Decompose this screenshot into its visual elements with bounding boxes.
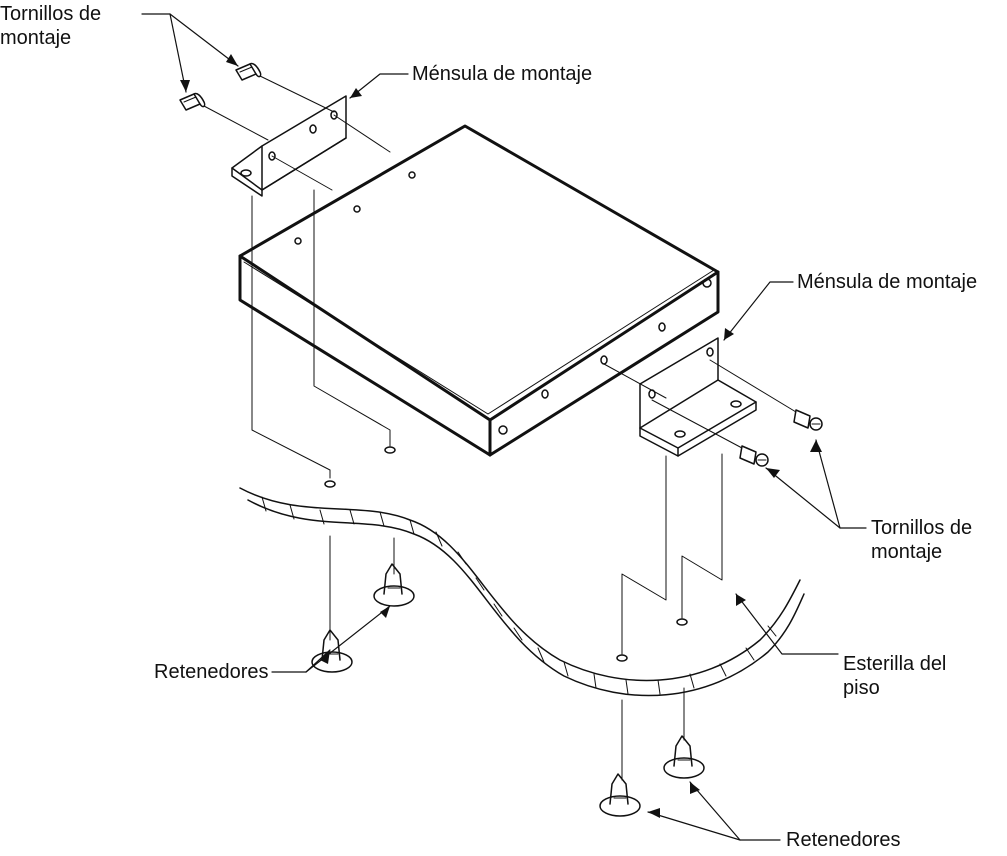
hole-icon	[600, 355, 608, 365]
screw-top-1-icon	[235, 62, 262, 81]
retainer-left-2-icon	[373, 563, 415, 607]
mounting-bracket-top	[231, 95, 347, 197]
hole-icon	[330, 110, 338, 120]
screw-right-1-icon	[793, 409, 823, 431]
hole-icon	[674, 430, 686, 438]
floor-hole-icon	[324, 480, 336, 488]
hole-icon	[730, 400, 742, 408]
retainer-bottom-1-icon	[599, 773, 641, 817]
hole-icon	[309, 124, 317, 134]
leader-lines	[141, 13, 867, 841]
label-retainers-bottom: Retenedores	[786, 829, 901, 851]
label-line: Esterilla del	[843, 653, 947, 675]
screw-top-2-icon	[179, 92, 206, 111]
floor-hole-icon	[676, 618, 688, 626]
mounting-bracket-right	[639, 337, 757, 457]
control-unit	[238, 124, 720, 457]
label-screws-top: Tornillos de montaje	[0, 2, 101, 50]
label-bracket-right: Ménsula de montaje	[797, 271, 978, 293]
hole-icon	[294, 237, 302, 245]
hole-icon	[541, 389, 549, 399]
label-line: montaje	[871, 541, 943, 563]
screw-head-icon	[702, 278, 712, 288]
label-screws-right: Tornillos de montaje	[871, 516, 972, 564]
hole-icon	[353, 205, 361, 213]
label-line: montaje	[0, 27, 72, 49]
floor-hole-icon	[616, 654, 628, 662]
arrowheads	[180, 54, 822, 818]
hole-icon	[658, 322, 666, 332]
label-bracket-top: Ménsula de montaje	[412, 63, 593, 85]
label-line: piso	[843, 677, 880, 699]
hole-icon	[240, 169, 252, 177]
retainer-bottom-2-icon	[663, 735, 705, 779]
floor-hole-icon	[384, 446, 396, 454]
hole-icon	[408, 171, 416, 179]
hole-icon	[706, 347, 714, 357]
hole-icon	[268, 151, 276, 161]
floor-mat	[239, 487, 805, 697]
label-retainers-left: Retenedores	[154, 661, 269, 683]
label-line: Tornillos de	[871, 517, 973, 539]
label-line: Tornillos de	[0, 3, 102, 25]
screw-right-2-icon	[739, 445, 769, 467]
label-floor-mat: Esterilla del piso	[843, 652, 946, 700]
screw-head-icon	[498, 425, 508, 435]
